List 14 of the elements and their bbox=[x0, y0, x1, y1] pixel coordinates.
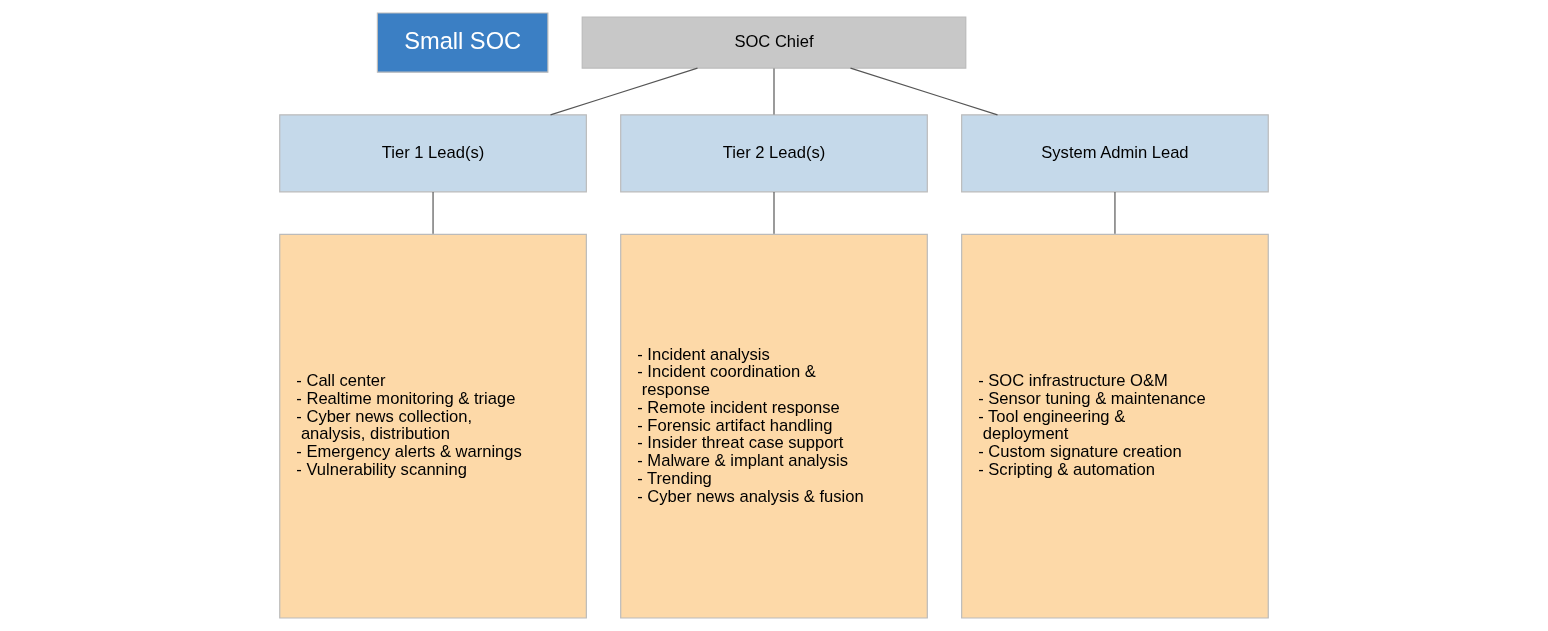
connector bbox=[549, 67, 699, 116]
node-box: SOC Chief bbox=[581, 16, 967, 69]
node-box: System Admin Lead bbox=[961, 114, 1269, 193]
connector bbox=[432, 191, 434, 235]
connector bbox=[1114, 191, 1116, 235]
connector bbox=[849, 67, 999, 116]
connector bbox=[773, 191, 775, 235]
node-box: Small SOC bbox=[376, 12, 549, 73]
node-box: - Incident analysis - Incident coordination & response - Remote incident response - Forensic artifact handling - Insider threat case support - Malware & implant analysis - Trending - Cyber news analysis & fusion bbox=[620, 233, 928, 619]
node-box: Tier 2 Lead(s) bbox=[620, 114, 928, 193]
node-box: - SOC infrastructure O&M - Sensor tuning & maintenance - Tool engineering & deployment - Custom signature creation - Scripting & automation bbox=[961, 233, 1269, 619]
node-box: - Call center - Realtime monitoring & triage - Cyber news collection, analysis, distribution - Emergency alerts & warnings - Vulnerability scanning bbox=[279, 233, 587, 619]
connector bbox=[773, 67, 775, 116]
node-box: Tier 1 Lead(s) bbox=[279, 114, 587, 193]
